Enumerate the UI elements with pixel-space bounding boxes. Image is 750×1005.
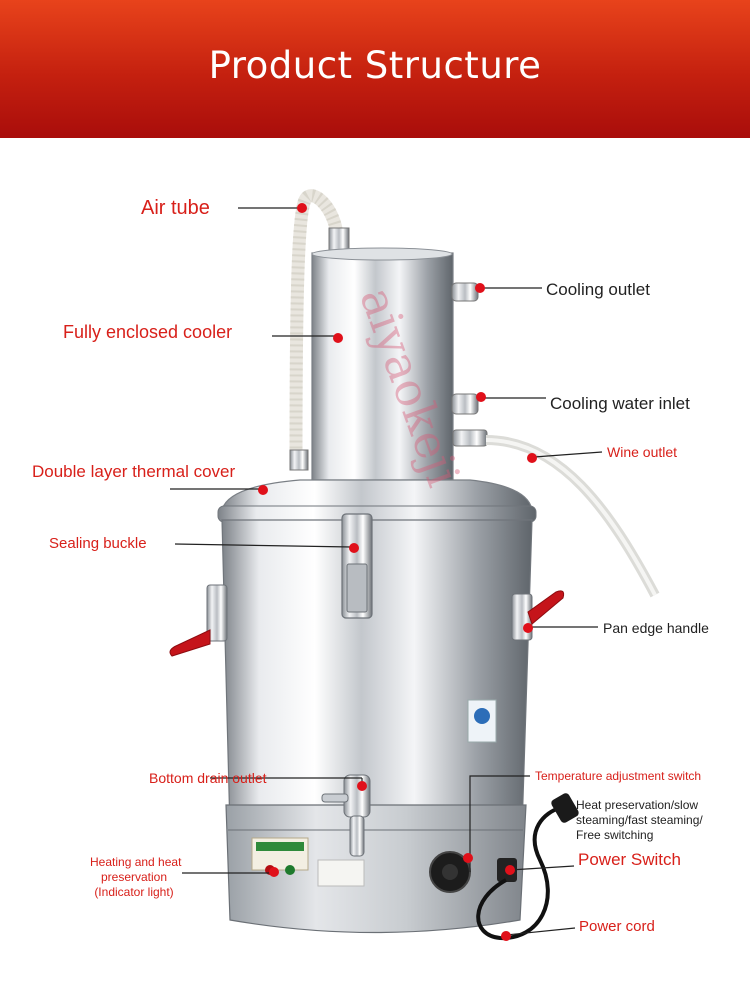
heat-mode-line-2: steaming/fast steaming/ — [576, 813, 703, 827]
label-double-layer-thermal-cover: Double layer thermal cover — [32, 462, 236, 481]
callout-dot-pan-handle — [523, 623, 533, 633]
label-temperature-adjustment-switch: Temperature adjustment switch — [535, 769, 702, 783]
label-cooling-outlet: Cooling outlet — [546, 280, 650, 299]
pot-body — [221, 519, 533, 831]
callout-dot-air-tube — [297, 203, 307, 213]
callout-dot-temperature — [463, 853, 473, 863]
callout-dot-cooler — [333, 333, 343, 343]
label-power-switch: Power Switch — [578, 850, 681, 869]
page-title: Product Structure — [208, 44, 542, 87]
heating-indicator-line-3: (Indicator light) — [94, 885, 174, 899]
label-sealing-buckle: Sealing buckle — [49, 535, 147, 552]
cooler-column — [311, 252, 454, 481]
label-power-cord: Power cord — [579, 918, 655, 935]
pan-edge-handle — [527, 590, 565, 625]
indicator-light-green — [285, 865, 295, 875]
heat-mode-line-1: Heat preservation/slow — [576, 798, 699, 812]
callout-dot-wine-outlet — [527, 453, 537, 463]
heating-indicator-line-2: preservation — [100, 870, 168, 884]
heating-indicator-line-1: Heating and heat — [90, 855, 182, 869]
callout-dot-cooling-inlet — [476, 392, 486, 402]
label-air-tube: Air tube — [141, 197, 210, 219]
label-cooling-water-inlet: Cooling water inlet — [550, 394, 690, 413]
callout-dot-indicator — [269, 867, 279, 877]
callout-dot-thermal-cover — [258, 485, 268, 495]
label-pan-edge-handle: Pan edge handle — [603, 620, 709, 636]
header-banner: Product Structure — [0, 0, 750, 138]
callout-dot-sealing-buckle — [349, 543, 359, 553]
label-wine-outlet: Wine outlet — [607, 444, 678, 460]
label-bottom-drain-outlet: Bottom drain outlet — [149, 770, 267, 786]
callout-dot-power-cord — [501, 931, 511, 941]
callout-dot-power-switch — [505, 865, 515, 875]
heat-mode-line-3: Free switching — [576, 828, 654, 842]
label-heat-modes: Heat preservation/slow steaming/fast ste… — [576, 798, 703, 843]
label-heating-indicator: Heating and heat preservation (Indicator… — [90, 855, 182, 900]
label-fully-enclosed-cooler: Fully enclosed cooler — [63, 322, 233, 342]
callout-dot-cooling-outlet — [475, 283, 485, 293]
callout-dot-drain — [357, 781, 367, 791]
thermal-cover — [221, 479, 533, 511]
power-cord — [476, 806, 561, 941]
